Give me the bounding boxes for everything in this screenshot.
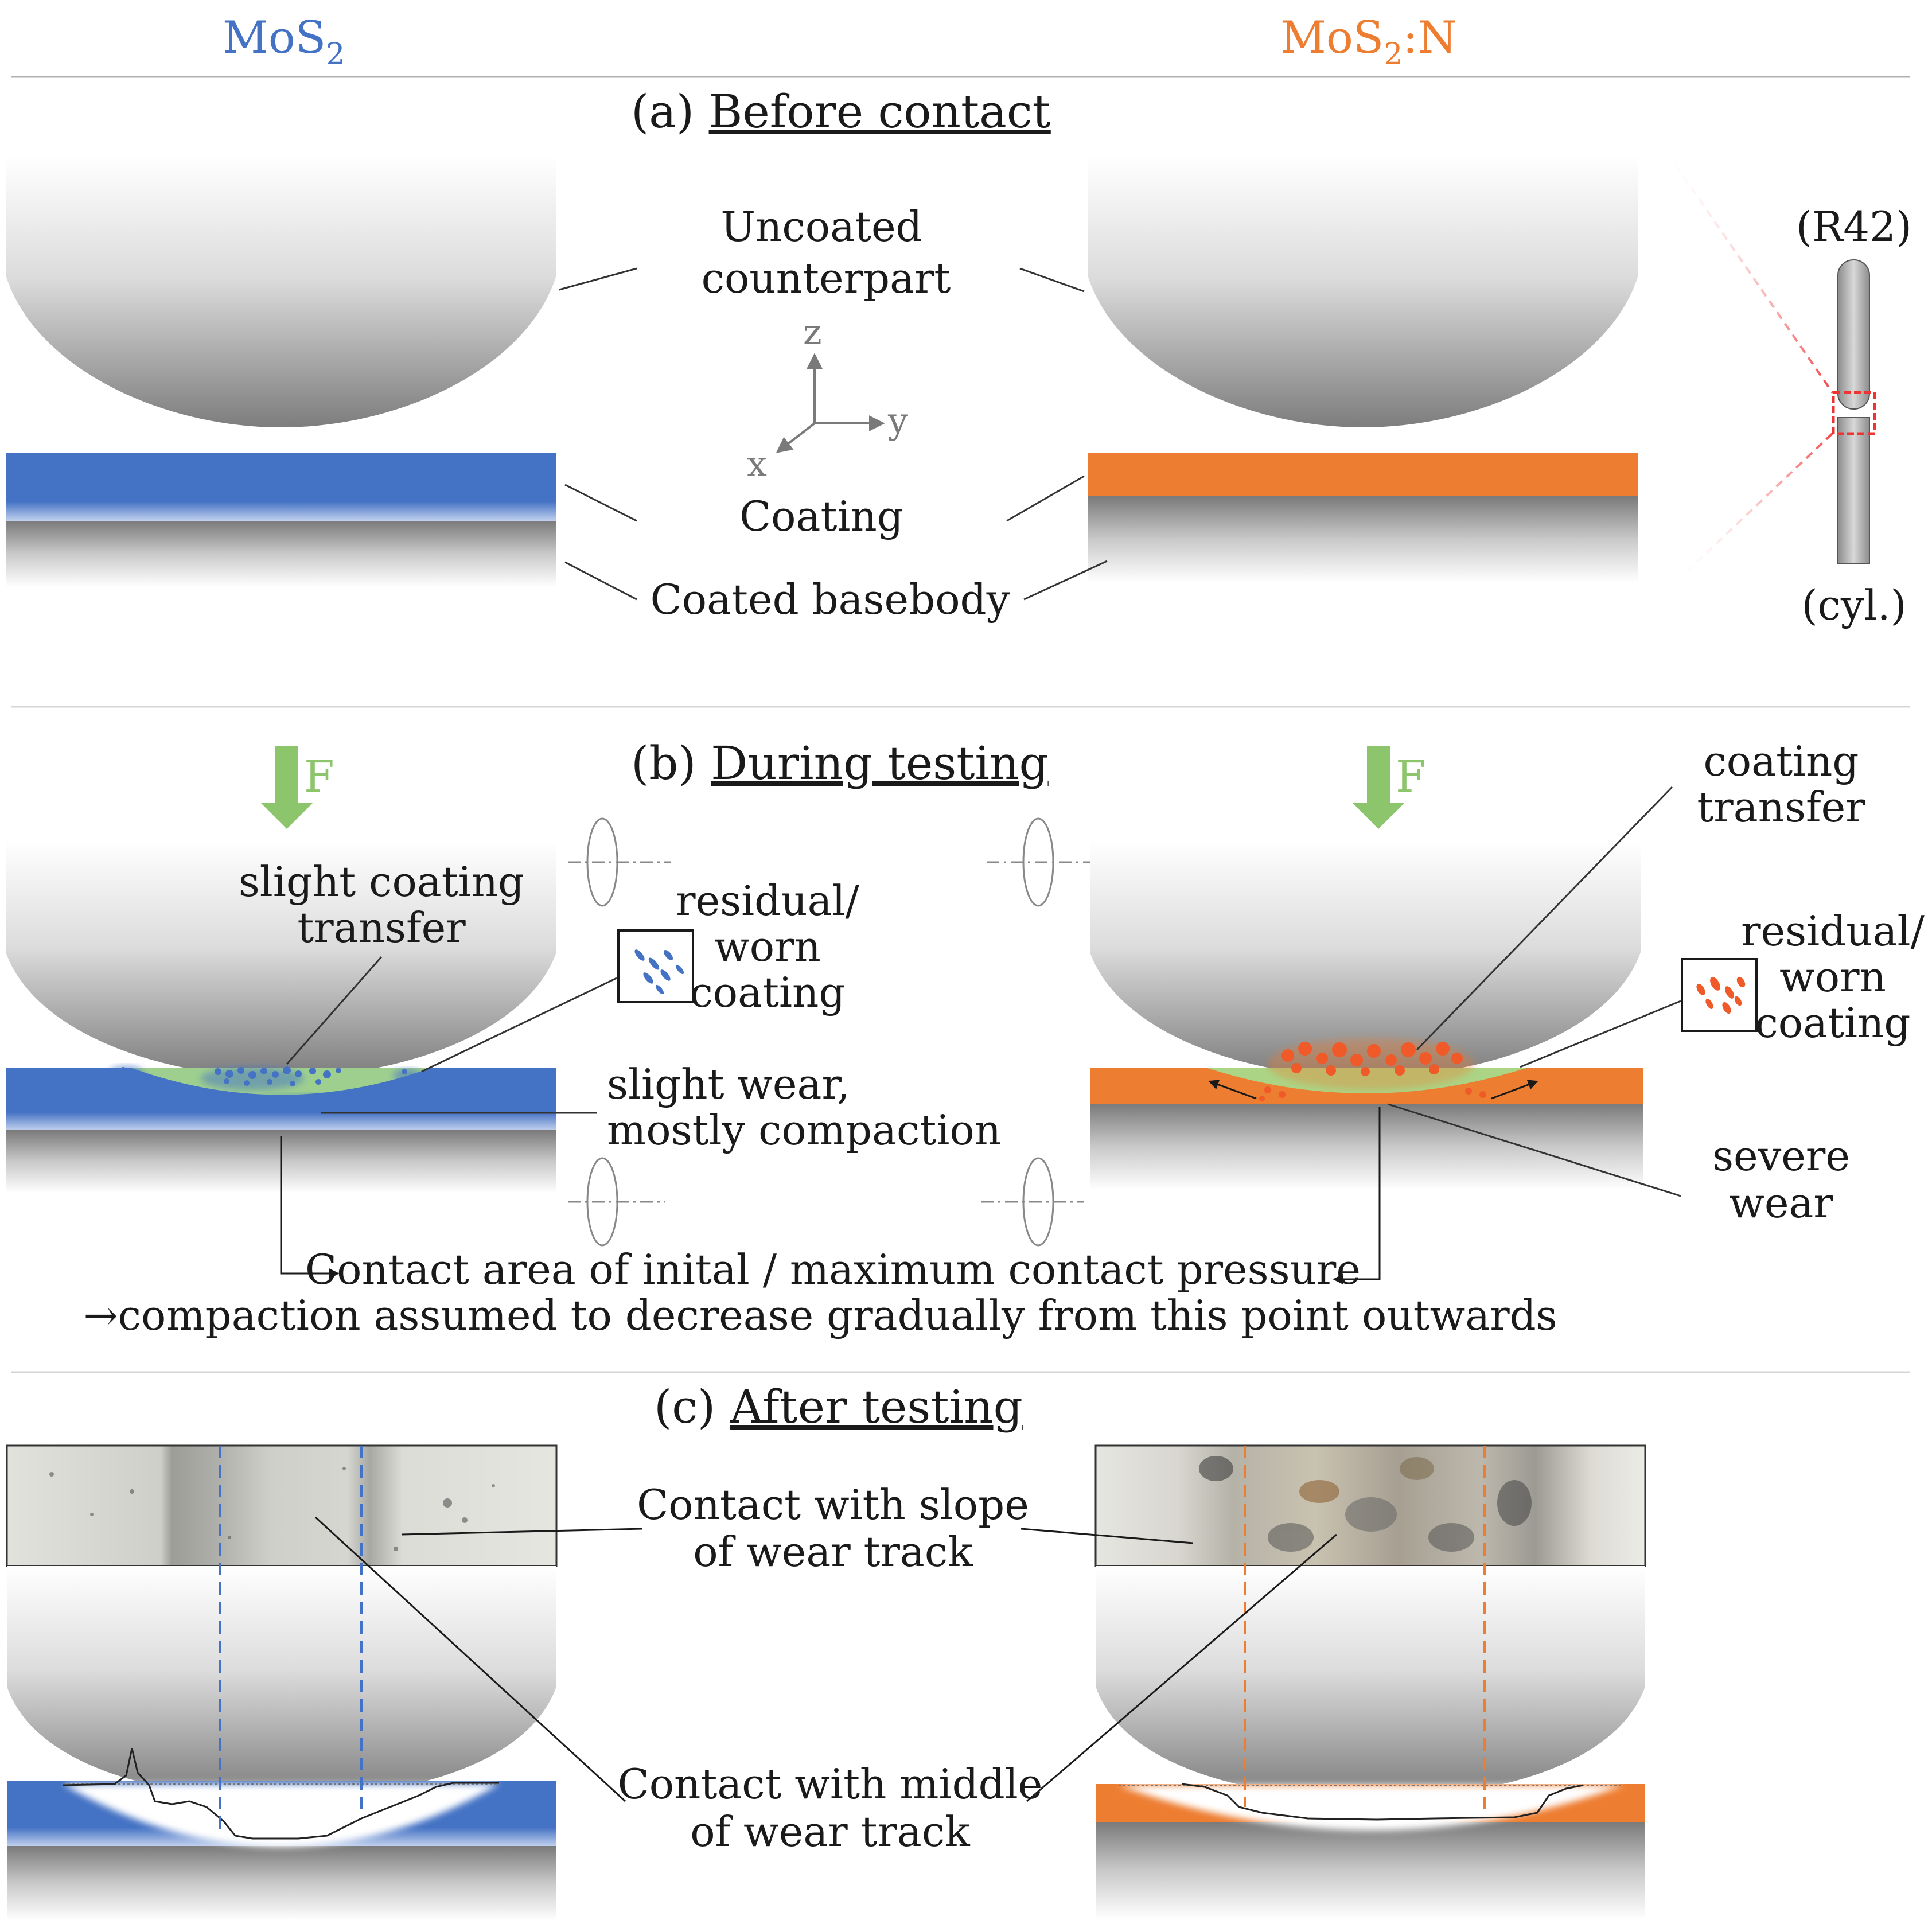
section-b-during-testing: (b) During testing F F: [6, 737, 1925, 1373]
left-after-basebody: [7, 1846, 556, 1920]
right-after-basebody: [1096, 1822, 1645, 1919]
left-counterpart-ball: [6, 155, 556, 427]
left-basebody: [6, 521, 556, 587]
zoom-line-bottom: [1665, 432, 1834, 592]
right-profile-trace: [1181, 1783, 1584, 1821]
section-a-heading: (a) Before contact: [631, 85, 1051, 138]
left-test-ball: [6, 840, 556, 1077]
residual-left-label-2: worn: [714, 922, 821, 971]
left-profile-trace: [63, 1748, 499, 1840]
right-basebody: [1088, 496, 1638, 582]
slope-contact-label: Contact with slope: [637, 1481, 1029, 1529]
section-c-after-testing: (c) After testing: [6, 1380, 1646, 1920]
section-b-leaders: [286, 786, 1681, 1197]
r42-label: (R42): [1796, 202, 1912, 251]
coating-transfer-label: coating: [1703, 737, 1859, 785]
left-coating-layer: [6, 453, 556, 522]
header: MoS2 MoS2:N: [11, 12, 1910, 78]
right-residual-inset: [1681, 958, 1758, 1032]
section-a-before-contact: (a) Before contact Uncoated counterpart …: [6, 85, 1912, 708]
slight-transfer-label: slight coating: [239, 858, 524, 906]
severe-wear-label-2: wear: [1729, 1179, 1833, 1227]
left-rotation-symbols: [568, 817, 671, 1247]
contact-pressure-label: Contact area of inital / maximum contact…: [305, 1245, 1361, 1294]
coating-label: Coating: [739, 492, 903, 540]
right-wear-particles: [1259, 1038, 1486, 1101]
force-right-label: F: [1396, 751, 1426, 802]
uncoated-counterpart-label: Uncoated: [720, 202, 922, 251]
right-wear-groove: [1119, 1785, 1623, 1831]
axis-x-label: x: [747, 443, 767, 485]
coating-transfer-label-2: transfer: [1697, 783, 1865, 831]
axis-z-label: z: [803, 311, 822, 353]
left-wear-track-micrograph: [6, 1444, 558, 1567]
right-test-ball: [1090, 840, 1641, 1077]
cyl-label: (cyl.): [1801, 581, 1906, 629]
left-material-label: MoS2: [223, 12, 345, 72]
axis-y-label: y: [887, 400, 908, 442]
left-wear-groove: [63, 1784, 499, 1847]
section-a-leaders: [559, 267, 1108, 601]
slope-contact-label-2: of wear track: [693, 1528, 973, 1576]
zoom-line-top: [1651, 130, 1834, 394]
residual-right-label-2: worn: [1779, 953, 1886, 1001]
coordinate-axes: [776, 353, 885, 453]
residual-right-label-3: coating: [1755, 999, 1910, 1047]
uncoated-counterpart-label-2: counterpart: [702, 254, 951, 302]
right-micrograph-patches: [1199, 1456, 1532, 1552]
cylinder-pin: [1837, 417, 1870, 564]
right-debris-arrows: [1208, 1080, 1538, 1100]
section-c-heading: (c) After testing: [654, 1380, 1023, 1434]
contact-pressure-arrows: [280, 1107, 1381, 1284]
contact-zoom-box: [1832, 391, 1876, 435]
right-after-ball: [1096, 1566, 1645, 1798]
right-residual-particles: [1696, 976, 1746, 1014]
residual-left-label-3: coating: [690, 968, 845, 1017]
force-arrow-left: [261, 746, 313, 829]
middle-contact-label: Contact with middle: [618, 1760, 1043, 1808]
slight-transfer-label-2: transfer: [297, 903, 466, 952]
right-test-basebody: [1090, 1104, 1643, 1190]
right-rotation-symbols: [981, 817, 1090, 1247]
right-material-label: MoS2:N: [1280, 12, 1457, 72]
residual-right-label: residual/: [1741, 907, 1925, 955]
right-coating-layer: [1088, 453, 1638, 496]
residual-left-label: residual/: [676, 877, 859, 925]
left-after-ball: [7, 1566, 556, 1798]
left-track-guides: [219, 1446, 363, 1836]
right-track-guides: [1244, 1446, 1486, 1813]
r42-pin: [1837, 259, 1870, 410]
severe-wear-label: severe: [1712, 1132, 1850, 1180]
left-residual-particles: [634, 949, 684, 995]
force-arrow-right: [1353, 746, 1404, 829]
slight-wear-label: slight wear,: [607, 1060, 850, 1108]
left-micrograph-specks: [49, 1467, 495, 1551]
right-counterpart-ball: [1088, 155, 1638, 427]
left-wear-particles: [109, 1066, 422, 1108]
section-b-heading: (b) During testing: [631, 737, 1049, 790]
compaction-label: →compaction assumed to decrease graduall…: [83, 1291, 1557, 1339]
section-c-leaders: [314, 1516, 1337, 1802]
coated-basebody-label: Coated basebody: [651, 575, 1010, 624]
force-left-label: F: [304, 751, 334, 802]
middle-contact-label-2: of wear track: [690, 1808, 971, 1856]
slight-wear-label-2: mostly compaction: [607, 1106, 1001, 1154]
